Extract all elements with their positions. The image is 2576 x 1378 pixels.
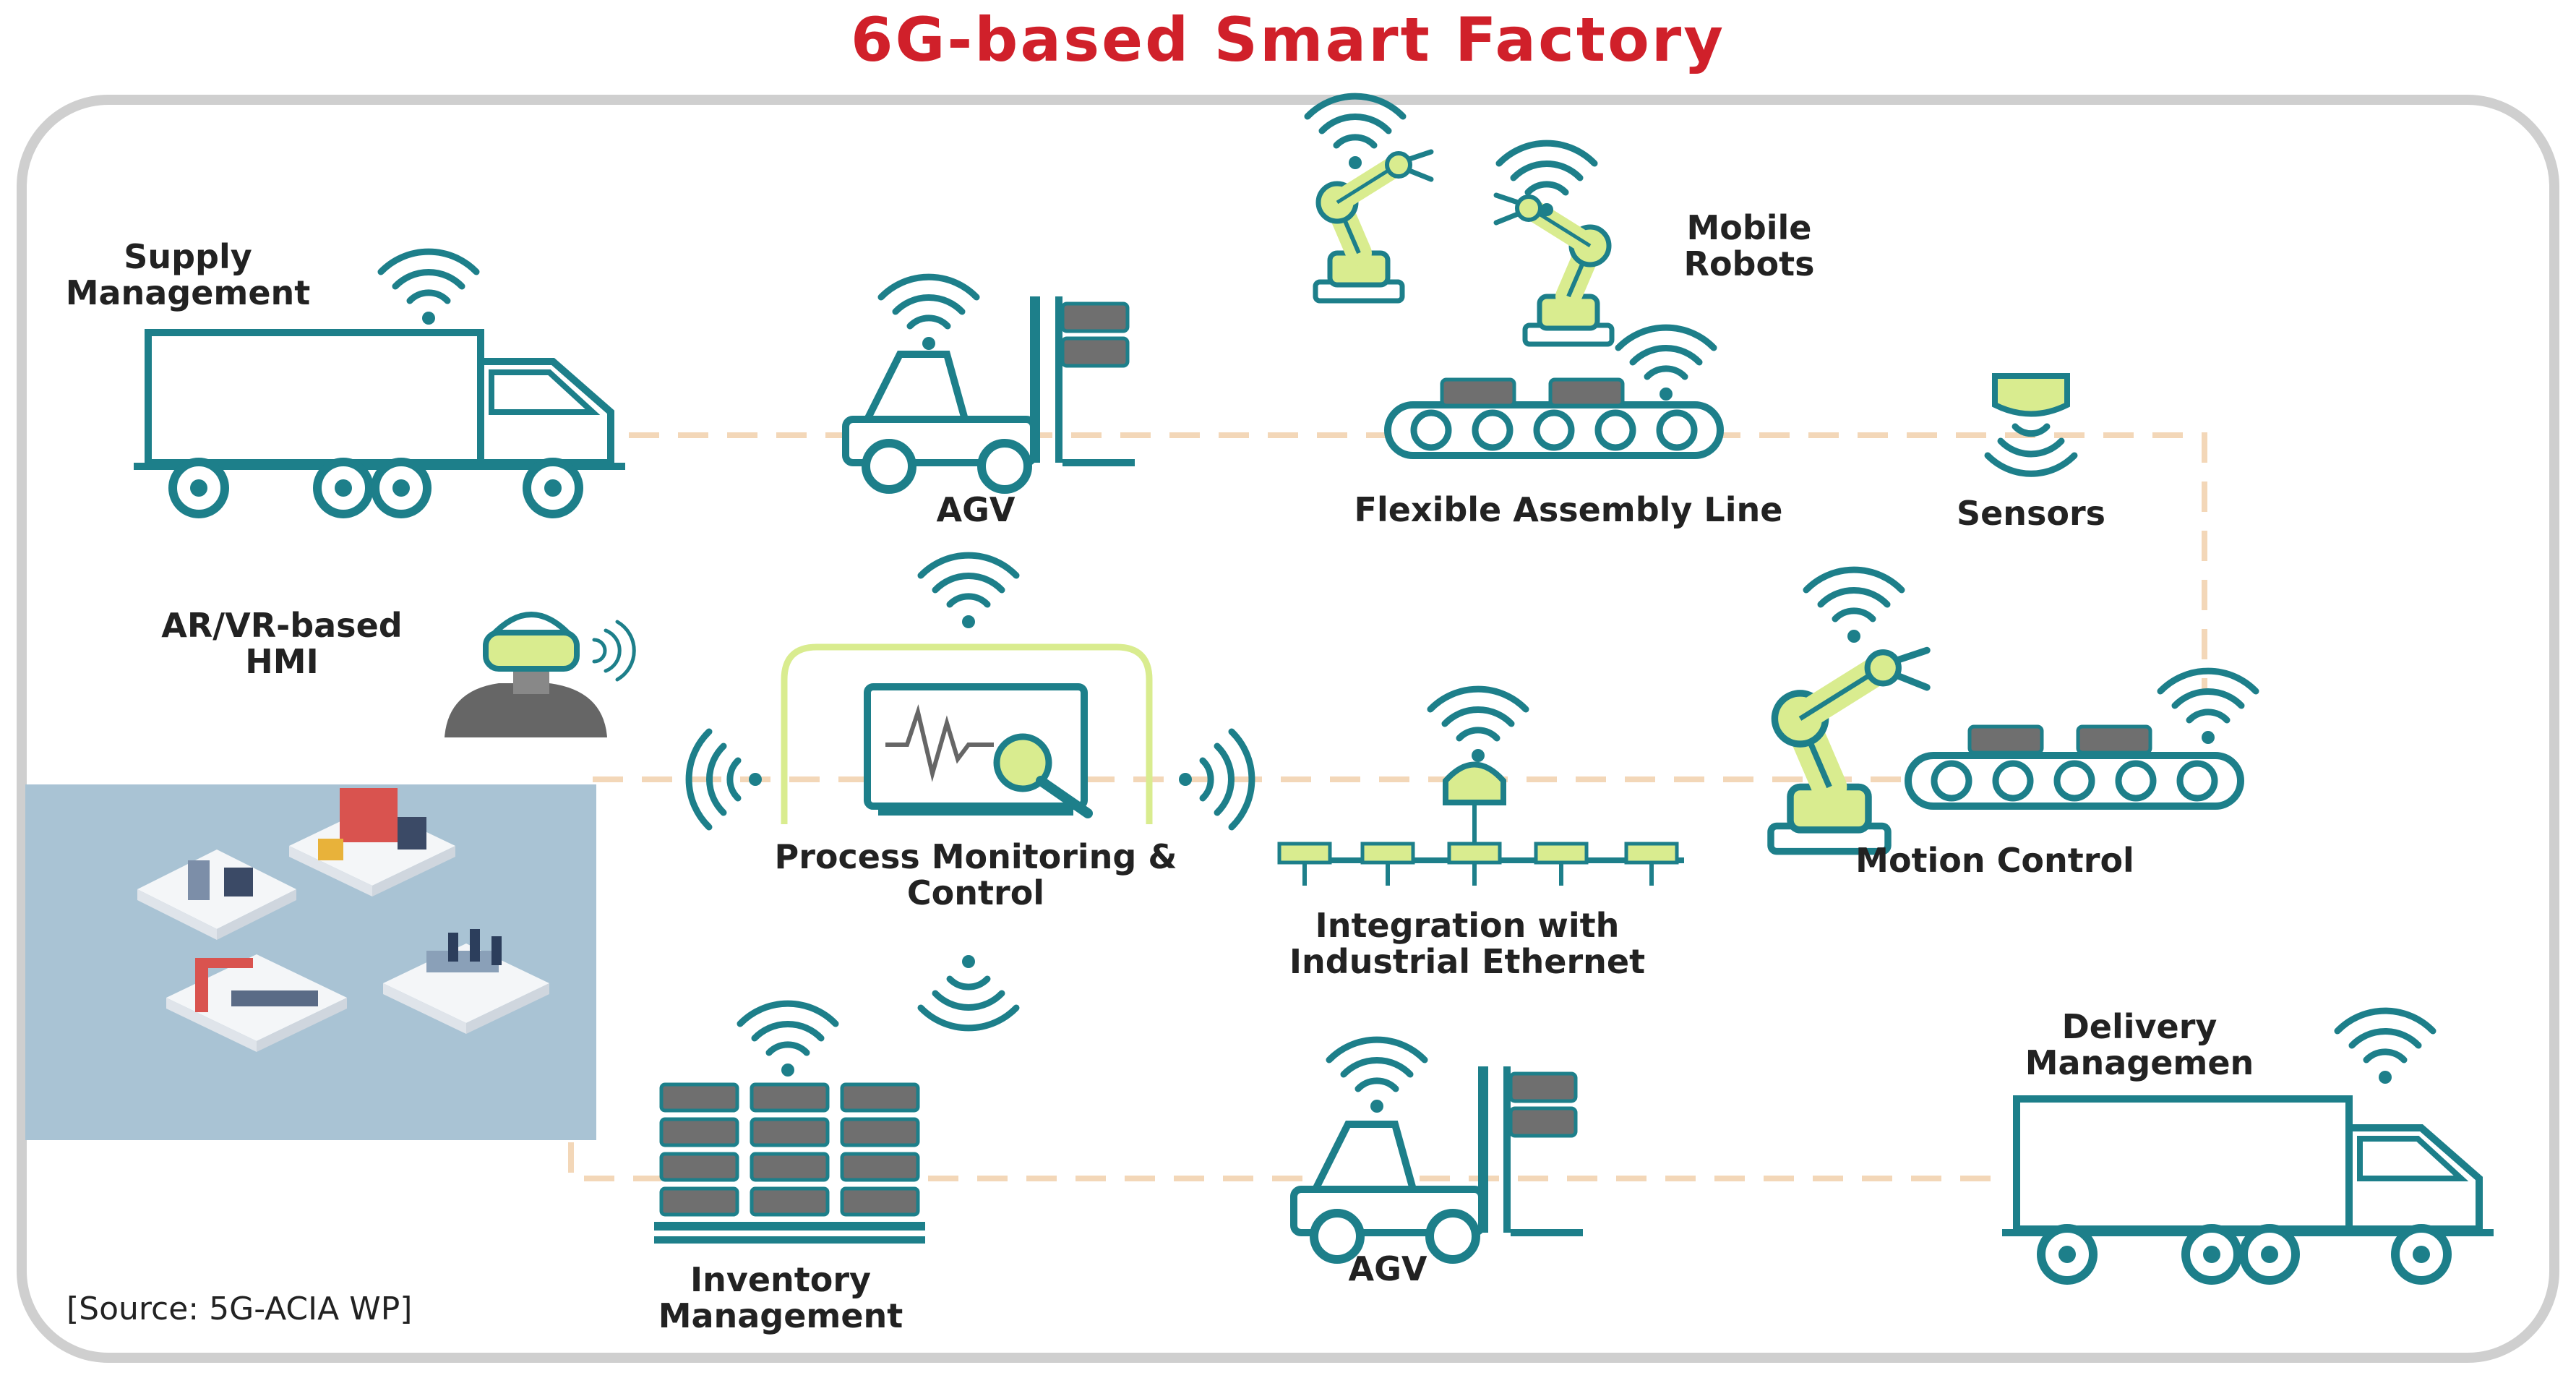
page-title: 6G-based Smart Factory — [851, 4, 1725, 75]
conveyor-icon — [1908, 756, 2241, 806]
label-supply-management: Supply Management — [65, 237, 311, 312]
label-process-monitoring: Process Monitoring & Control — [774, 837, 1177, 912]
conveyor-icon — [1388, 405, 1720, 455]
label-motion-control: Motion Control — [1855, 841, 2134, 880]
supply-truck-icon — [134, 333, 625, 514]
monitor-icon — [781, 643, 1153, 824]
shelves-icon — [654, 1082, 925, 1244]
label-flexible-assembly-line: Flexible Assembly Line — [1354, 490, 1783, 529]
frame — [17, 95, 2559, 1363]
delivery-truck-icon — [2002, 1099, 2494, 1280]
label-integration-ethernet: Integration with Industrial Ethernet — [1289, 906, 1646, 981]
isometric-factory-illustration — [25, 784, 596, 1140]
label-sensors: Sensors — [1956, 494, 2106, 533]
source-note: [Source: 5G-ACIA WP] — [66, 1291, 413, 1327]
vr-headset-icon — [445, 612, 636, 737]
label-inventory-management: Inventory Management — [658, 1260, 903, 1335]
label-delivery-management: Delivery Managemen — [2025, 1007, 2254, 1082]
sensor-icon — [1988, 373, 2074, 474]
label-agv-top: AGV — [936, 490, 1016, 529]
label-ar-vr-hmi: AR/VR-based HMI — [161, 606, 403, 681]
label-mobile-robots: Mobile Robots — [1683, 208, 1815, 283]
label-agv-bottom: AGV — [1348, 1249, 1427, 1288]
ethernet-bus-icon — [1277, 761, 1684, 886]
